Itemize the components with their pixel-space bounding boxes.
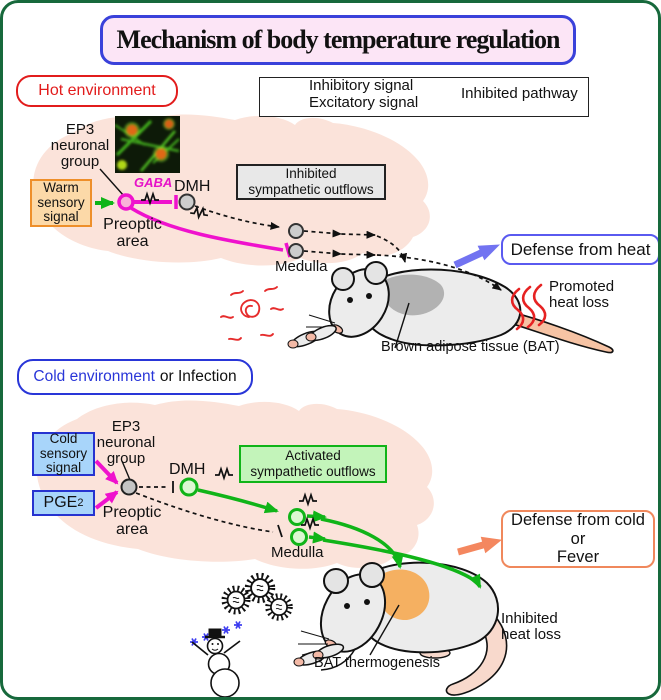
heat-source-icon <box>220 286 284 341</box>
medulla-neuron-hot-2 <box>288 243 304 259</box>
inhibitory-arrow-cold-to-ep3 <box>94 459 119 485</box>
medulla-neuron-cold-1 <box>288 508 306 526</box>
bat-label-pointer-hot <box>394 302 410 349</box>
dmh-neuron-hot <box>178 193 196 211</box>
activated-sympathetic-outflows-box: Activated sympathetic outflows <box>239 445 387 483</box>
gaba-label: GABA <box>134 175 173 190</box>
defense-from-heat-box: Defense from heat <box>501 234 658 265</box>
bat-patch-hot <box>383 274 445 316</box>
hot-pathways <box>95 168 502 291</box>
mouse-tail <box>495 308 614 354</box>
defense-from-cold-box: Defense from cold or Fever <box>501 510 655 568</box>
virus-icons <box>225 576 290 618</box>
title-text: Mechanism of body temperature regulation <box>116 25 561 54</box>
warm-sensory-signal-box: Warm sensory signal <box>30 179 92 227</box>
bat-label-hot: Brown adipose tissue (BAT) <box>381 339 560 355</box>
ep3-neuron-hot <box>117 193 135 211</box>
defense-heat-arrow <box>453 244 500 269</box>
legend-inhibitory-label: Inhibitory signal <box>309 77 414 94</box>
ep3-neuron-cold <box>120 478 138 496</box>
dmh-neuron-cold <box>179 477 199 497</box>
ep3-label-pointer-cold <box>121 460 131 481</box>
inhibitory-curve-ep3-to-medulla <box>130 206 284 252</box>
bat-patch-cold <box>379 569 430 621</box>
cold-pathways <box>94 459 482 589</box>
ep3-label-pointer-hot <box>99 168 125 197</box>
snowman-icon <box>191 628 241 697</box>
inhibited-sympathetic-outflows-box: Inhibited sympathetic outflows <box>236 164 386 200</box>
excitatory-arrow-to-bat <box>320 517 404 569</box>
bat-label-pointer-cold <box>369 604 400 656</box>
heat-waves-icon <box>510 283 547 331</box>
excitatory-arrow-dmh-to-medulla <box>197 488 279 514</box>
microscopy-image <box>115 116 180 173</box>
dmh-label-cold: DMH <box>169 461 206 478</box>
preoptic-area-label-cold: Preoptic area <box>102 504 162 538</box>
medulla-label-cold: Medulla <box>271 544 324 561</box>
ep3-neuronal-group-label-hot: EP3 neuronal group <box>50 121 110 170</box>
inhibited-path-ep3-to-medulla <box>135 492 274 533</box>
page-title: Mechanism of body temperature regulation <box>100 15 576 65</box>
hot-environment-label: Hot environment <box>16 75 178 107</box>
cold-brain-shape <box>36 400 434 569</box>
inhibited-heat-loss-label: Inhibited heat loss <box>501 610 562 643</box>
promoted-heat-loss-label: Promoted heat loss <box>549 278 615 311</box>
inhibited-path-dmh-to-medulla <box>194 205 280 230</box>
excitatory-arrow-to-tail <box>322 538 482 589</box>
cold-sensory-signal-box: Cold sensory signal <box>32 431 95 476</box>
mouse-cold-illustration <box>293 561 508 696</box>
legend-box <box>259 77 589 117</box>
cold-environment-label: Cold environment or Infection <box>17 359 253 395</box>
defense-cold-arrow <box>457 536 502 556</box>
medulla-label-hot: Medulla <box>275 258 328 275</box>
bat-label-cold: BAT thermogenesis <box>314 655 440 671</box>
inhibitory-arrow-pge2-to-ep3 <box>94 490 119 510</box>
legend-inhibited-pathway-label: Inhibited pathway <box>461 85 578 102</box>
medulla-neuron-hot-1 <box>288 223 304 239</box>
ep3-neuronal-group-label-cold: EP3 neuronal group <box>96 418 156 467</box>
dmh-label-hot: DMH <box>174 178 211 195</box>
medulla-neuron-cold-2 <box>290 528 308 546</box>
preoptic-area-label-hot: Preoptic area <box>103 216 162 250</box>
legend-excitatory-label: Excitatory signal <box>309 94 419 111</box>
